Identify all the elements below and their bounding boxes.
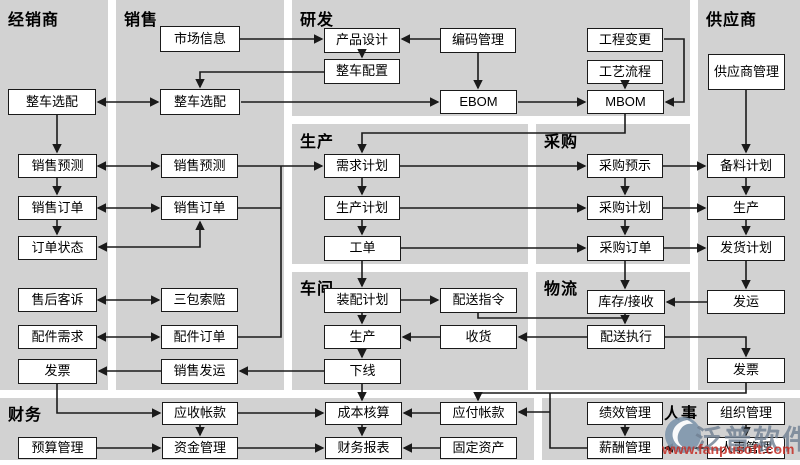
node-rd-code-mgmt: 编码管理 (440, 28, 516, 53)
node-prod-work-order: 工单 (324, 236, 401, 261)
node-rd-mbom: MBOM (587, 90, 664, 114)
node-sales-parts-order: 配件订单 (161, 325, 238, 349)
node-sales-vehicle-config: 整车选配 (160, 89, 240, 115)
node-dealer-sales-forecast: 销售预测 (18, 154, 97, 178)
node-sales-shipping: 销售发运 (161, 359, 238, 384)
section-label-hr: 人事 (664, 406, 699, 423)
node-ws-assembly-plan: 装配计划 (324, 288, 401, 313)
section-label-logistics: 物流 (544, 281, 579, 298)
section-label-purchasing: 采购 (544, 134, 579, 151)
node-rd-vehicle-configuration: 整车配置 (324, 59, 400, 84)
node-rd-product-design: 产品设计 (324, 28, 400, 53)
node-rd-eng-change: 工程变更 (587, 28, 663, 52)
section-label-dealer: 经销商 (8, 12, 60, 29)
node-fin-budget-mgmt: 预算管理 (18, 437, 97, 459)
node-fin-fund-mgmt: 资金管理 (162, 437, 238, 459)
node-purch-plan: 采购计划 (587, 196, 663, 220)
node-rd-ebom: EBOM (440, 90, 517, 114)
node-hr-performance-mgmt: 绩效管理 (587, 402, 663, 425)
node-rd-process-flow: 工艺流程 (587, 60, 663, 84)
section-label-supplier: 供应商 (706, 12, 758, 29)
node-dealer-sales-order: 销售订单 (18, 196, 97, 220)
section-label-rd: 研发 (300, 12, 335, 29)
node-ws-production: 生产 (324, 325, 401, 349)
node-fin-cost-accounting: 成本核算 (325, 402, 402, 425)
node-sup-mgmt: 供应商管理 (708, 54, 785, 90)
node-fin-accounts-receivable: 应收帐款 (162, 402, 238, 425)
node-sales-warranty-claim: 三包索赔 (161, 288, 238, 312)
node-ws-offline: 下线 (324, 359, 401, 384)
node-sup-material-plan: 备料计划 (707, 154, 785, 178)
section-label-sales: 销售 (124, 12, 159, 29)
node-fin-accounts-payable: 应付帐款 (440, 402, 517, 425)
node-purch-order: 采购订单 (587, 236, 664, 261)
node-hr-personnel-mgmt: 人事管理 (707, 437, 785, 459)
node-dealer-order-status: 订单状态 (18, 236, 97, 260)
node-dealer-complaint: 售后客诉 (18, 288, 97, 312)
node-ws-receiving: 收货 (440, 325, 517, 349)
node-log-dispatch-exec: 配送执行 (587, 325, 665, 349)
node-prod-production-plan: 生产计划 (324, 196, 400, 220)
node-prod-demand-plan: 需求计划 (324, 154, 400, 178)
node-dealer-invoice: 发票 (18, 359, 97, 384)
node-dealer-parts-demand: 配件需求 (18, 325, 97, 349)
node-sup-delivery-plan: 发货计划 (707, 236, 785, 261)
node-sales-market-info: 市场信息 (160, 26, 240, 52)
node-log-inventory-receive: 库存/接收 (587, 290, 665, 314)
node-sales-sales-order: 销售订单 (161, 196, 238, 220)
node-hr-org-mgmt: 组织管理 (707, 402, 785, 425)
section-label-production: 生产 (300, 134, 335, 151)
node-fin-fixed-assets: 固定资产 (440, 437, 517, 459)
node-ws-dispatch-order: 配送指令 (440, 288, 517, 313)
node-purch-forecast: 采购预示 (587, 154, 663, 178)
node-sup-shipment: 发运 (707, 290, 785, 314)
node-dealer-vehicle-config: 整车选配 (8, 89, 96, 115)
node-sup-production: 生产 (707, 196, 785, 220)
node-sales-sales-forecast: 销售预测 (161, 154, 238, 178)
node-fin-financial-report: 财务报表 (325, 437, 402, 459)
node-hr-salary-mgmt: 薪酬管理 (587, 437, 663, 459)
node-sup-invoice: 发票 (707, 358, 785, 383)
section-label-finance: 财务 (8, 407, 43, 424)
